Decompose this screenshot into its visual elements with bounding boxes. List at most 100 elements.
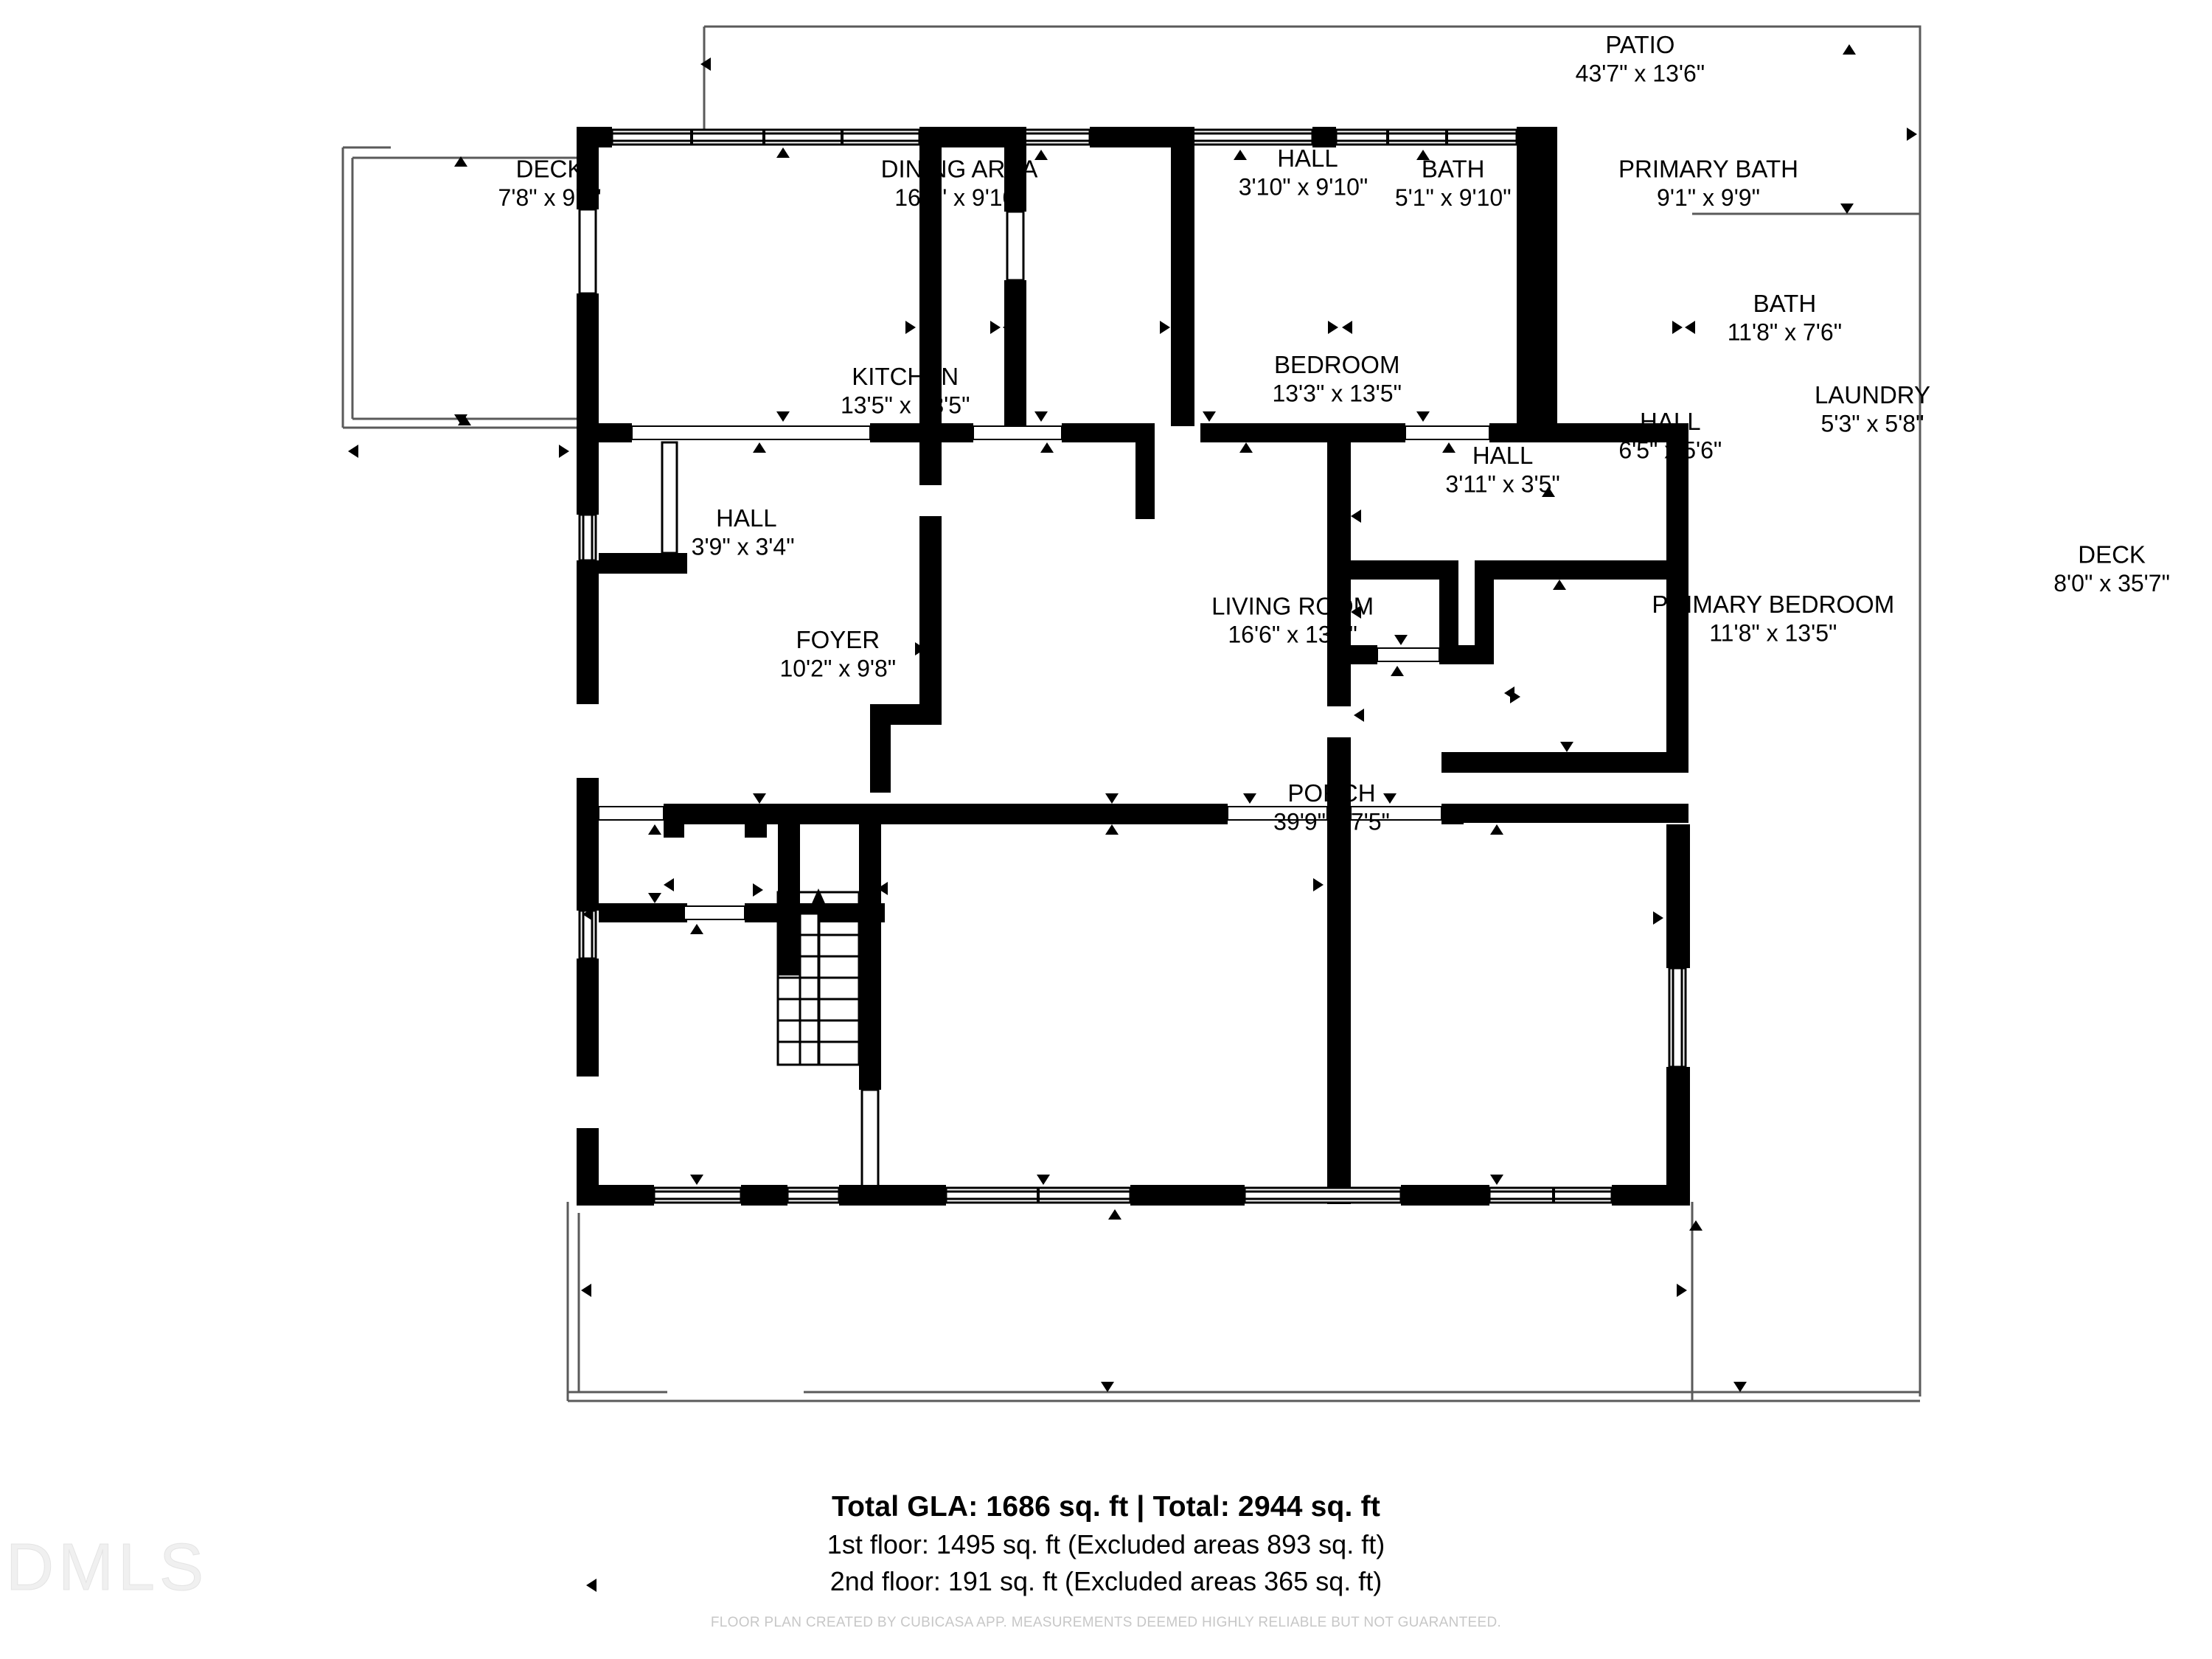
wall-stairs-right-a	[859, 824, 881, 1071]
room-dimensions: 7'8" x 9'5"	[498, 184, 602, 211]
wall-kitchen-alcove-top	[599, 423, 632, 442]
wall-hall-mid-top-a	[1351, 645, 1377, 664]
hallleft-openings	[684, 905, 745, 920]
wall-right-vert-a	[1666, 698, 1688, 771]
wall-stairs-left	[778, 824, 800, 975]
wall-bottom-seg-3	[839, 1185, 946, 1206]
opening-dining-kitchen-b	[973, 425, 1062, 440]
wall-dining-kitchen-4	[1200, 423, 1385, 442]
window-top-mullions	[690, 130, 1448, 145]
wall-kitchen-right-a	[919, 426, 942, 485]
room-dimensions: 3'9" x 3'4"	[692, 534, 795, 560]
wall-hall-bath-upper	[1004, 127, 1026, 212]
room-name: BATH	[1753, 290, 1817, 317]
room-dimensions: 8'0" x 35'7"	[2053, 570, 2170, 597]
window-primary-bath-top	[1335, 128, 1518, 146]
wall-hallleft-right-top	[745, 824, 767, 838]
room-name: PRIMARY BEDROOM	[1652, 591, 1894, 618]
window-dining-top	[611, 128, 921, 146]
room-dimensions: 3'10" x 9'10"	[1239, 174, 1368, 201]
room-name: BEDROOM	[1274, 351, 1400, 378]
window-bottom-mullions	[1037, 1188, 1555, 1203]
wall-top-seg-4	[1312, 127, 1336, 147]
wall-left-seg-a	[577, 127, 599, 209]
room-dimensions: 16'2" x 9'10"	[894, 184, 1024, 211]
room-name: HALL	[1472, 442, 1534, 469]
wall-hall-bath-lower	[1004, 280, 1026, 426]
wall-laundry-right	[1666, 580, 1688, 698]
room-dimensions: 6'5" x 5'6"	[1618, 437, 1722, 464]
room-name: HALL	[716, 504, 777, 532]
room-dimensions: 13'3" x 13'5"	[1272, 380, 1402, 407]
left-wall-opening-sashes	[582, 513, 594, 960]
room-name: PORCH	[1287, 779, 1375, 807]
wall-mid-horizontal-2	[951, 804, 1206, 824]
wall-bath-top-divider	[1489, 423, 1688, 442]
room-name: HALL	[1277, 145, 1338, 172]
window-living-bottom-b	[1243, 1186, 1402, 1204]
exterior-outlines	[341, 25, 1921, 1402]
room-name: PRIMARY BATH	[1618, 156, 1798, 183]
room-name: LIVING ROOM	[1211, 592, 1374, 619]
room-name: BATH	[1422, 156, 1485, 183]
laundry-openings	[1377, 647, 1440, 662]
wall-bath-mid-partition-a	[1351, 560, 1439, 580]
wall-kitchen-alcove-bottom	[599, 553, 687, 574]
room-name: LAUNDRY	[1815, 381, 1930, 408]
walls	[577, 127, 1690, 1206]
wall-bath-primarybath	[1171, 127, 1194, 426]
door-hall-bath	[1006, 210, 1025, 282]
room-name: PATIO	[1605, 31, 1674, 58]
wall-kitchen-bottom-vert	[870, 704, 891, 793]
wall-left-seg-f	[577, 959, 599, 1077]
patio-outline-top	[704, 25, 1921, 66]
wall-hall-top-left	[919, 147, 942, 426]
room-dimensions: 10'2" x 9'8"	[779, 655, 896, 681]
room-dimensions: 3'11" x 3'5"	[1445, 470, 1559, 497]
room-name: HALL	[1640, 408, 1701, 435]
wall-bath-mid-partition-b	[1439, 560, 1458, 645]
wall-bedroom-right-b	[1327, 737, 1351, 807]
wall-stairs-right-b	[859, 1071, 881, 1090]
staircase	[776, 888, 860, 1066]
wall-primary-bedroom-right-a	[1666, 824, 1690, 968]
opening-bath-hall	[1377, 647, 1440, 662]
window-kitchen-left	[578, 513, 597, 562]
dmls-watermark: DMLS	[5, 1531, 209, 1605]
room-name: DECK	[516, 156, 584, 183]
wall-primary-bedroom-left	[1327, 824, 1351, 1204]
wall-bottom-seg-6	[1612, 1185, 1690, 1206]
wall-bath-mid-right	[1666, 442, 1688, 582]
wall-top-seg-3	[1090, 127, 1171, 147]
summary-second-floor: 2nd floor: 191 sq. ft (Excluded areas 36…	[830, 1566, 1382, 1596]
divider-openings	[631, 425, 1490, 440]
summary-total-line: Total GLA: 1686 sq. ft | Total: 2944 sq.…	[831, 1491, 1381, 1523]
wall-hall-mid-top-b	[1439, 645, 1494, 664]
closet-kitchen-alcove	[661, 441, 678, 554]
room-dimensions: 5'1" x 9'10"	[1395, 184, 1512, 211]
wall-hall-mid-bottom	[1441, 752, 1688, 773]
wall-mid-horizontal-3	[1464, 804, 1688, 823]
room-dimensions: 43'7" x 13'6"	[1576, 60, 1705, 87]
wall-dining-kitchen-5	[1385, 423, 1405, 442]
window-bottom-sashes	[653, 1190, 1613, 1200]
wall-primary-bedroom-right-b	[1666, 1067, 1690, 1206]
window-primary-bedroom-bottom	[1488, 1186, 1613, 1204]
wall-dining-kitchen-3	[1062, 423, 1135, 442]
room-dimensions: 11'8" x 13'5"	[1709, 619, 1837, 646]
room-name: KITCHEN	[852, 363, 959, 390]
wall-left-seg-d	[577, 560, 599, 704]
dimension-markers	[348, 44, 1917, 1592]
